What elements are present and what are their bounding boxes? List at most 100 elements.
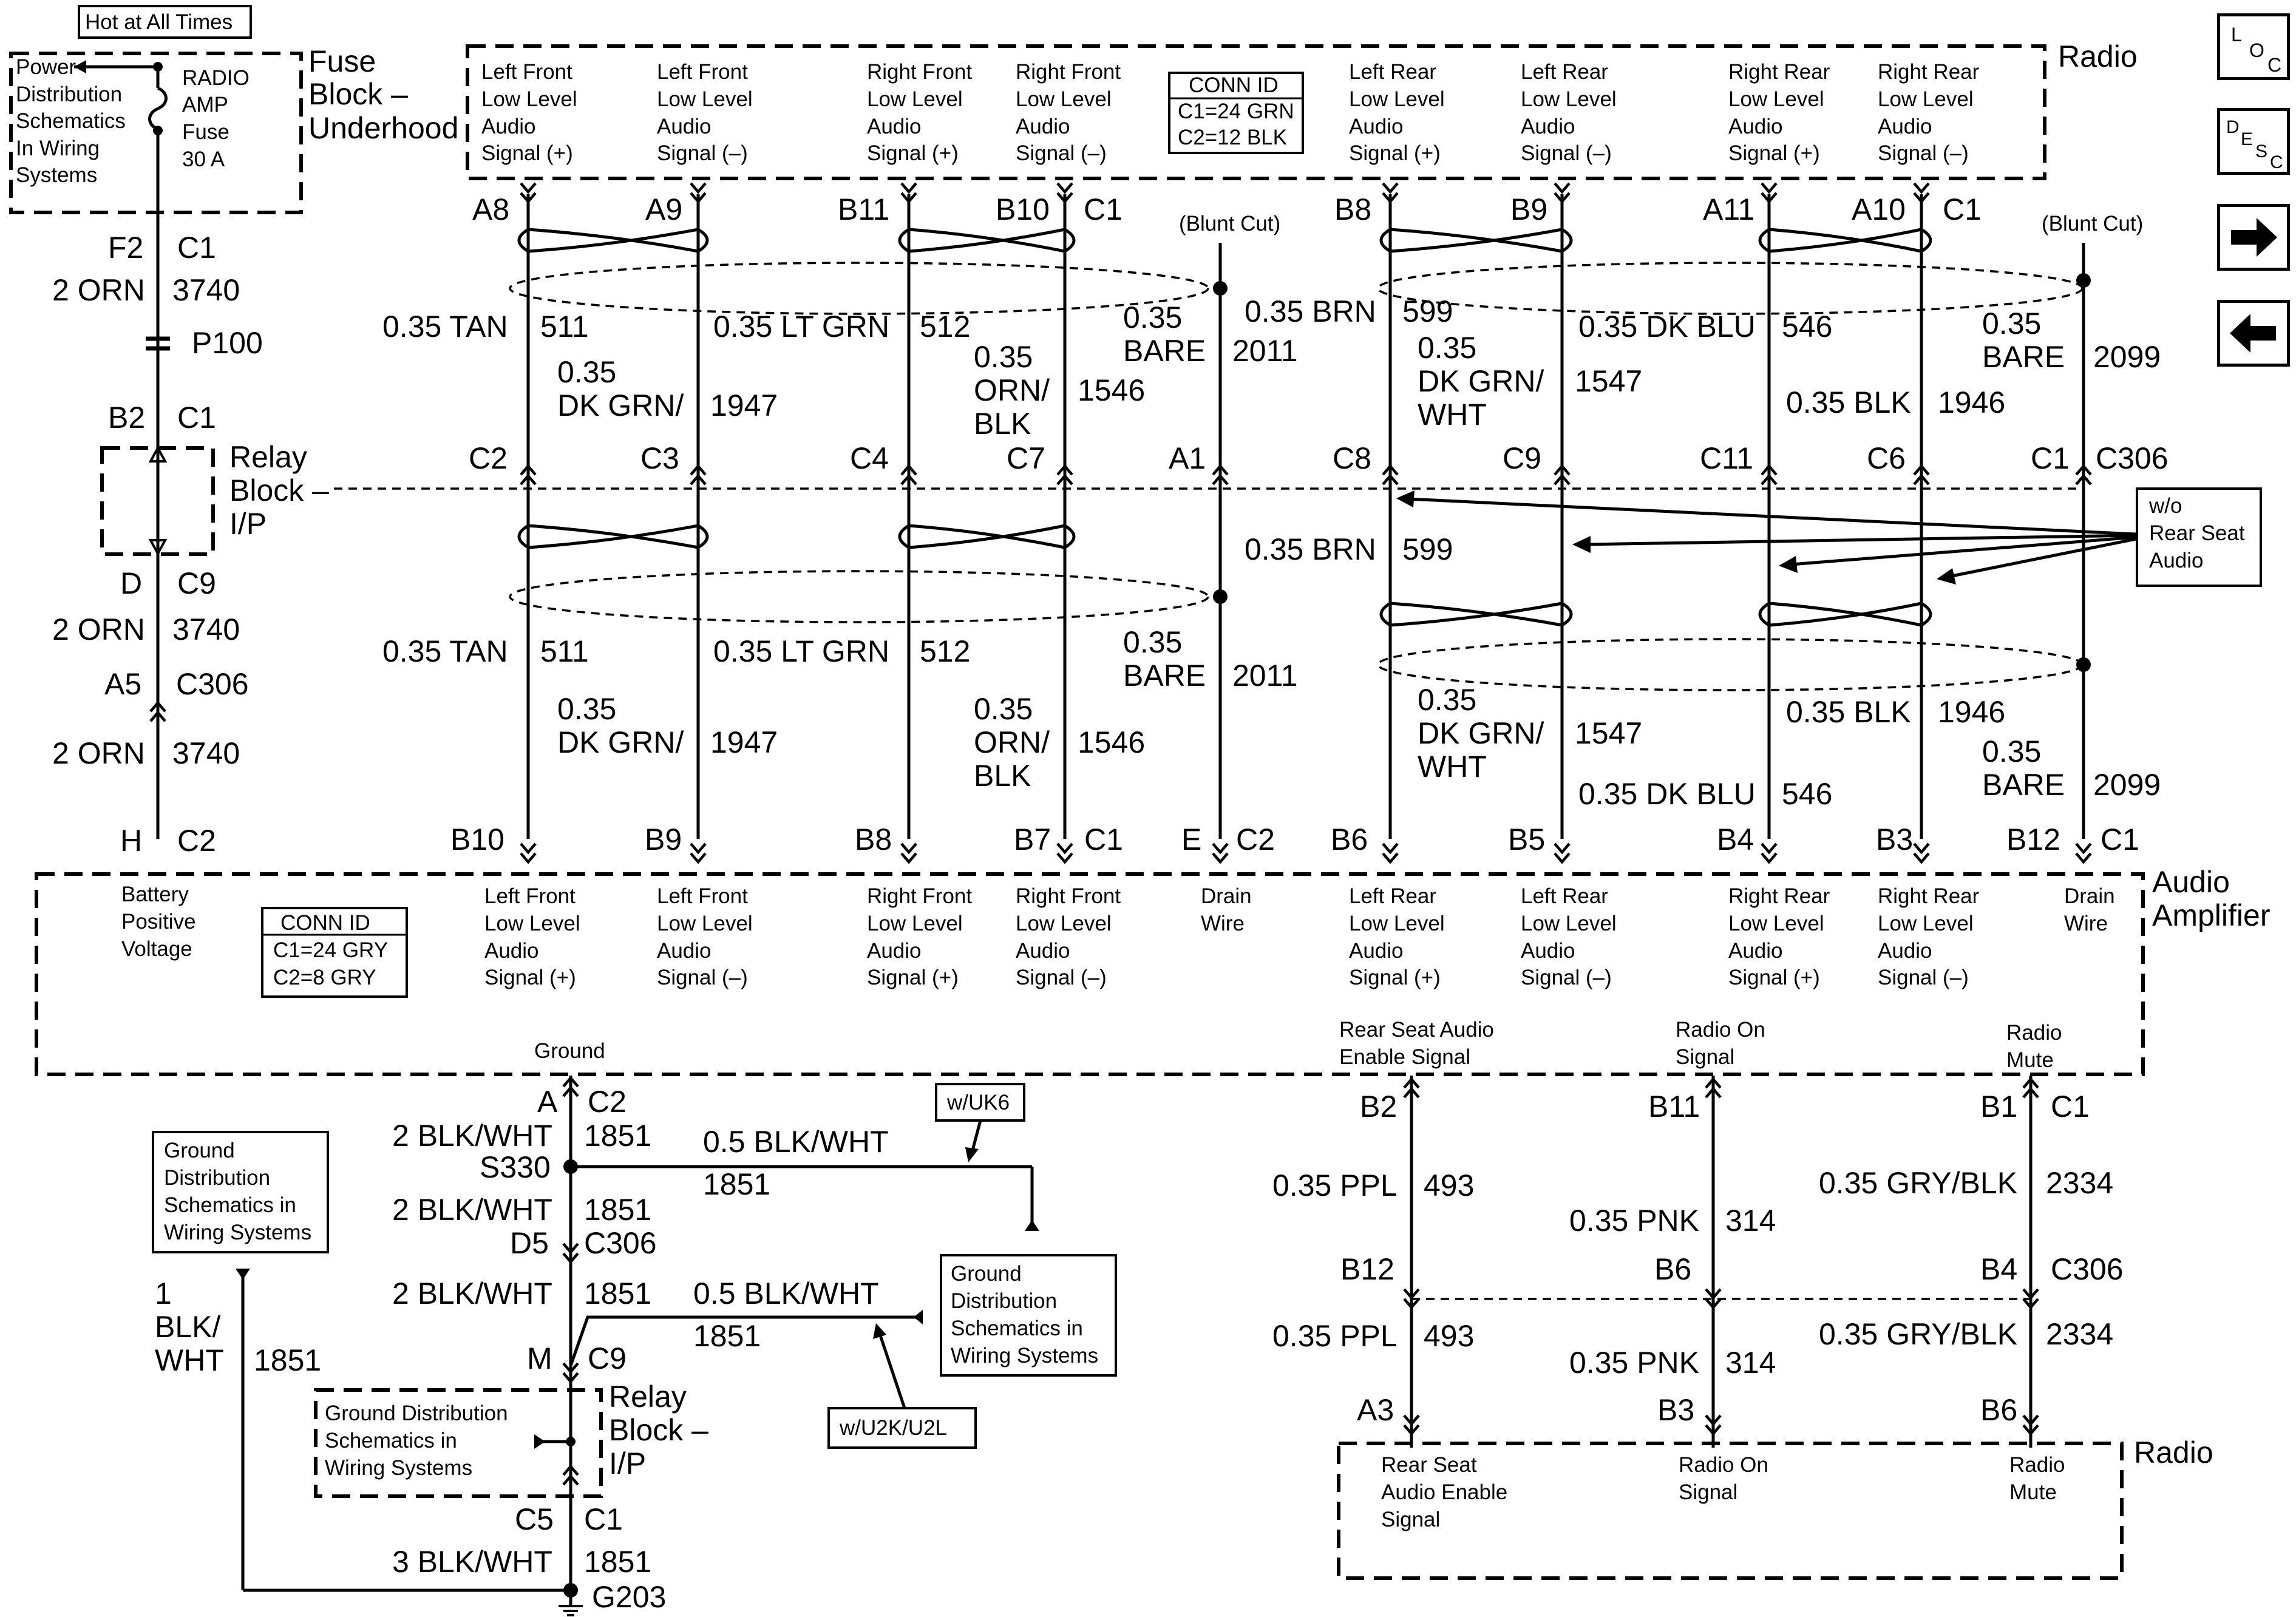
svg-text:Audio: Audio: [867, 115, 922, 138]
svg-text:C306: C306: [176, 667, 249, 701]
radio-title-top: Radio: [2058, 39, 2138, 73]
svg-text:A10: A10: [1852, 192, 1906, 226]
svg-text:WHT: WHT: [1418, 398, 1487, 432]
desc-letter-s: S: [2255, 141, 2268, 161]
loc-letter-o: O: [2249, 39, 2264, 61]
svg-text:0.5 BLK/WHT: 0.5 BLK/WHT: [703, 1125, 889, 1159]
svg-text:1547: 1547: [1575, 716, 1642, 750]
svg-text:C1=24 GRN: C1=24 GRN: [1178, 100, 1294, 123]
svg-text:C9: C9: [1503, 441, 1541, 475]
svg-text:Left Rear: Left Rear: [1349, 60, 1436, 84]
svg-text:2099: 2099: [2093, 768, 2161, 802]
svg-text:C306: C306: [2051, 1252, 2124, 1286]
svg-text:Low Level: Low Level: [1728, 87, 1824, 111]
wo-rear-seat-audio-box: [2136, 487, 2262, 587]
w-u2k-box: [827, 1407, 977, 1449]
svg-text:Audio: Audio: [481, 115, 536, 138]
svg-text:Low Level: Low Level: [481, 87, 577, 111]
svg-text:DK GRN/: DK GRN/: [1418, 716, 1544, 750]
svg-text:Positive: Positive: [121, 910, 196, 934]
svg-text:Ground: Ground: [534, 1039, 605, 1063]
svg-text:512: 512: [920, 634, 970, 668]
svg-text:Mute: Mute: [2006, 1048, 2054, 1072]
fuse-block-underhood: [9, 52, 303, 214]
svg-text:Signal (+): Signal (+): [867, 966, 959, 989]
svg-text:C1: C1: [177, 231, 216, 265]
svg-text:Low Level: Low Level: [1016, 912, 1112, 935]
svg-text:C9: C9: [588, 1341, 627, 1375]
svg-text:2011: 2011: [1232, 659, 1298, 693]
desc-button[interactable]: D E S C: [2217, 108, 2290, 175]
svg-text:B9: B9: [645, 822, 682, 856]
svg-text:Signal (–): Signal (–): [1878, 966, 1969, 989]
svg-text:BLK/: BLK/: [155, 1310, 221, 1344]
svg-text:Low Level: Low Level: [1878, 912, 1974, 935]
svg-text:C306: C306: [584, 1226, 657, 1260]
svg-text:1851: 1851: [584, 1193, 651, 1227]
left-arrow-icon: [2230, 314, 2276, 353]
svg-text:Voltage: Voltage: [121, 937, 192, 961]
svg-text:Signal (+): Signal (+): [867, 141, 959, 165]
svg-text:Ground: Ground: [164, 1139, 235, 1162]
desc-letter-e: E: [2241, 129, 2254, 149]
svg-text:Low Level: Low Level: [1521, 87, 1617, 111]
svg-text:B10: B10: [450, 822, 504, 856]
svg-text:DK GRN/: DK GRN/: [1418, 364, 1544, 398]
svg-text:511: 511: [540, 310, 589, 344]
svg-text:C3: C3: [640, 441, 679, 475]
svg-text:0.35: 0.35: [1123, 300, 1182, 334]
svg-text:2099: 2099: [2093, 340, 2161, 374]
svg-text:ORN/: ORN/: [974, 725, 1050, 759]
svg-text:1946: 1946: [1938, 695, 2005, 729]
svg-text:Signal (–): Signal (–): [1521, 141, 1612, 165]
svg-text:B8: B8: [855, 822, 892, 856]
svg-text:B12: B12: [1340, 1252, 1394, 1286]
svg-text:0.35 GRY/BLK: 0.35 GRY/BLK: [1819, 1166, 2017, 1200]
loc-letter-l: L: [2231, 24, 2242, 46]
svg-text:Rear Seat Audio: Rear Seat Audio: [1339, 1018, 1494, 1042]
svg-text:2334: 2334: [2046, 1317, 2113, 1351]
blunt-cut-label-1: (Blunt Cut): [1179, 212, 1280, 236]
svg-text:B6: B6: [1980, 1393, 2017, 1427]
svg-text:C2: C2: [469, 441, 508, 475]
svg-text:Low Level: Low Level: [1349, 912, 1445, 935]
svg-text:1851: 1851: [584, 1545, 651, 1579]
svg-text:Low Level: Low Level: [1728, 912, 1824, 935]
forward-arrow-button[interactable]: [2217, 204, 2290, 271]
svg-text:Low Level: Low Level: [867, 912, 963, 935]
svg-text:Systems: Systems: [16, 163, 97, 187]
svg-text:Right Front: Right Front: [867, 60, 972, 84]
svg-text:Signal (+): Signal (+): [1728, 141, 1820, 165]
svg-text:C2: C2: [1236, 822, 1275, 856]
svg-text:Block –: Block –: [609, 1413, 708, 1447]
vertical-wires: [526, 194, 2085, 839]
svg-text:Block –: Block –: [229, 473, 329, 507]
svg-text:Relay: Relay: [229, 440, 307, 474]
svg-text:3740: 3740: [172, 736, 240, 770]
back-arrow-button[interactable]: [2217, 300, 2290, 367]
svg-text:B9: B9: [1510, 192, 1547, 226]
svg-text:Audio: Audio: [2149, 549, 2204, 572]
svg-text:Audio: Audio: [1016, 115, 1070, 138]
svg-text:0.35: 0.35: [974, 692, 1033, 726]
svg-text:ORN/: ORN/: [974, 373, 1050, 407]
svg-text:Mute: Mute: [2009, 1480, 2057, 1504]
svg-text:Low Level: Low Level: [1521, 912, 1617, 935]
svg-text:A11: A11: [1703, 192, 1754, 226]
svg-text:2 ORN: 2 ORN: [52, 273, 145, 307]
audio-amplifier-box: [35, 872, 2145, 1076]
svg-text:493: 493: [1424, 1168, 1474, 1202]
loc-button[interactable]: L O C: [2217, 13, 2290, 80]
svg-text:Signal (+): Signal (+): [1728, 966, 1820, 989]
radio-conn-id-box: [1168, 72, 1304, 154]
svg-text:B11: B11: [1648, 1090, 1700, 1124]
svg-text:E: E: [1181, 822, 1201, 856]
